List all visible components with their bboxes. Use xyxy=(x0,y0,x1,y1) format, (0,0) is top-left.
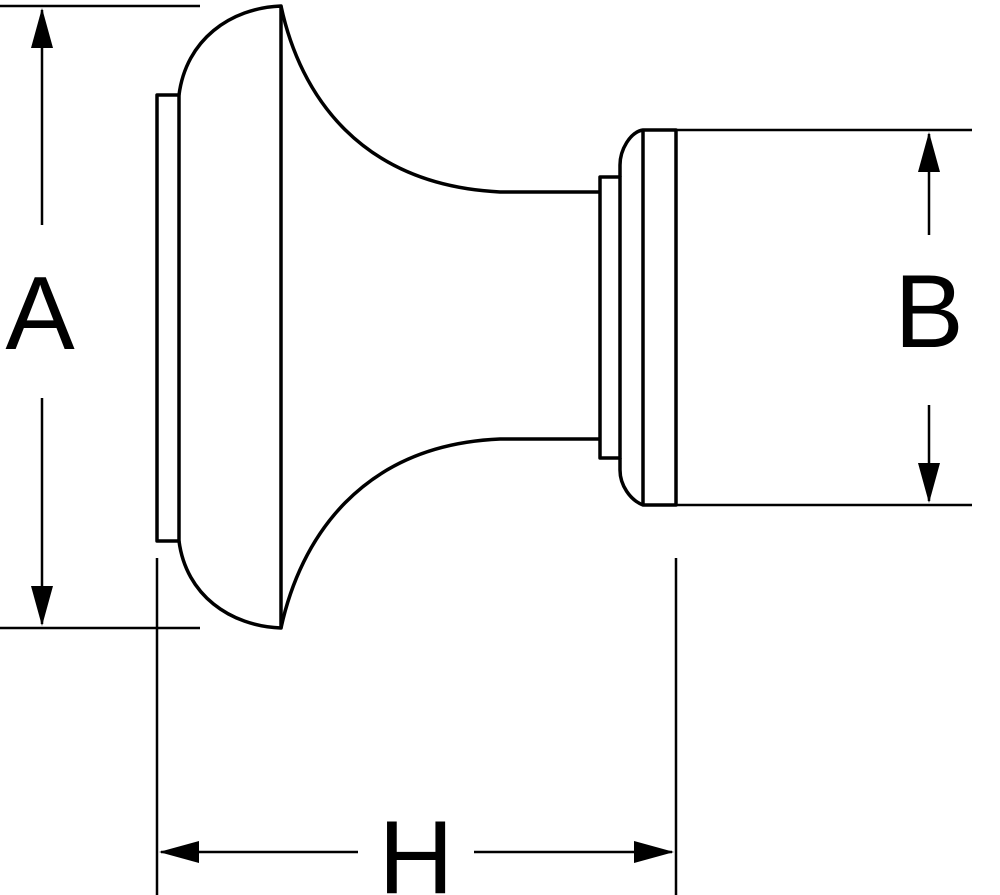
dim-a-arrow-top xyxy=(31,8,53,48)
knob-outline xyxy=(155,4,678,630)
dim-h-label: H xyxy=(378,800,453,895)
dim-b-arrow-bottom xyxy=(918,463,940,503)
neck-bottom-curve xyxy=(279,437,600,629)
knob-head xyxy=(177,4,283,630)
rosette xyxy=(618,128,678,507)
base-plate xyxy=(155,93,181,543)
collar xyxy=(598,175,622,460)
dim-b-arrow-top xyxy=(918,132,940,172)
dim-a-arrow-bottom xyxy=(31,586,53,626)
dim-h-arrow-left xyxy=(159,841,199,863)
dim-a-label: A xyxy=(5,256,75,372)
dimension-labels: A B H xyxy=(5,254,963,895)
dimension-arrowheads xyxy=(31,8,940,863)
neck-top-curve xyxy=(279,5,600,194)
dim-h-arrow-right xyxy=(634,841,674,863)
dim-b-label: B xyxy=(894,254,963,370)
